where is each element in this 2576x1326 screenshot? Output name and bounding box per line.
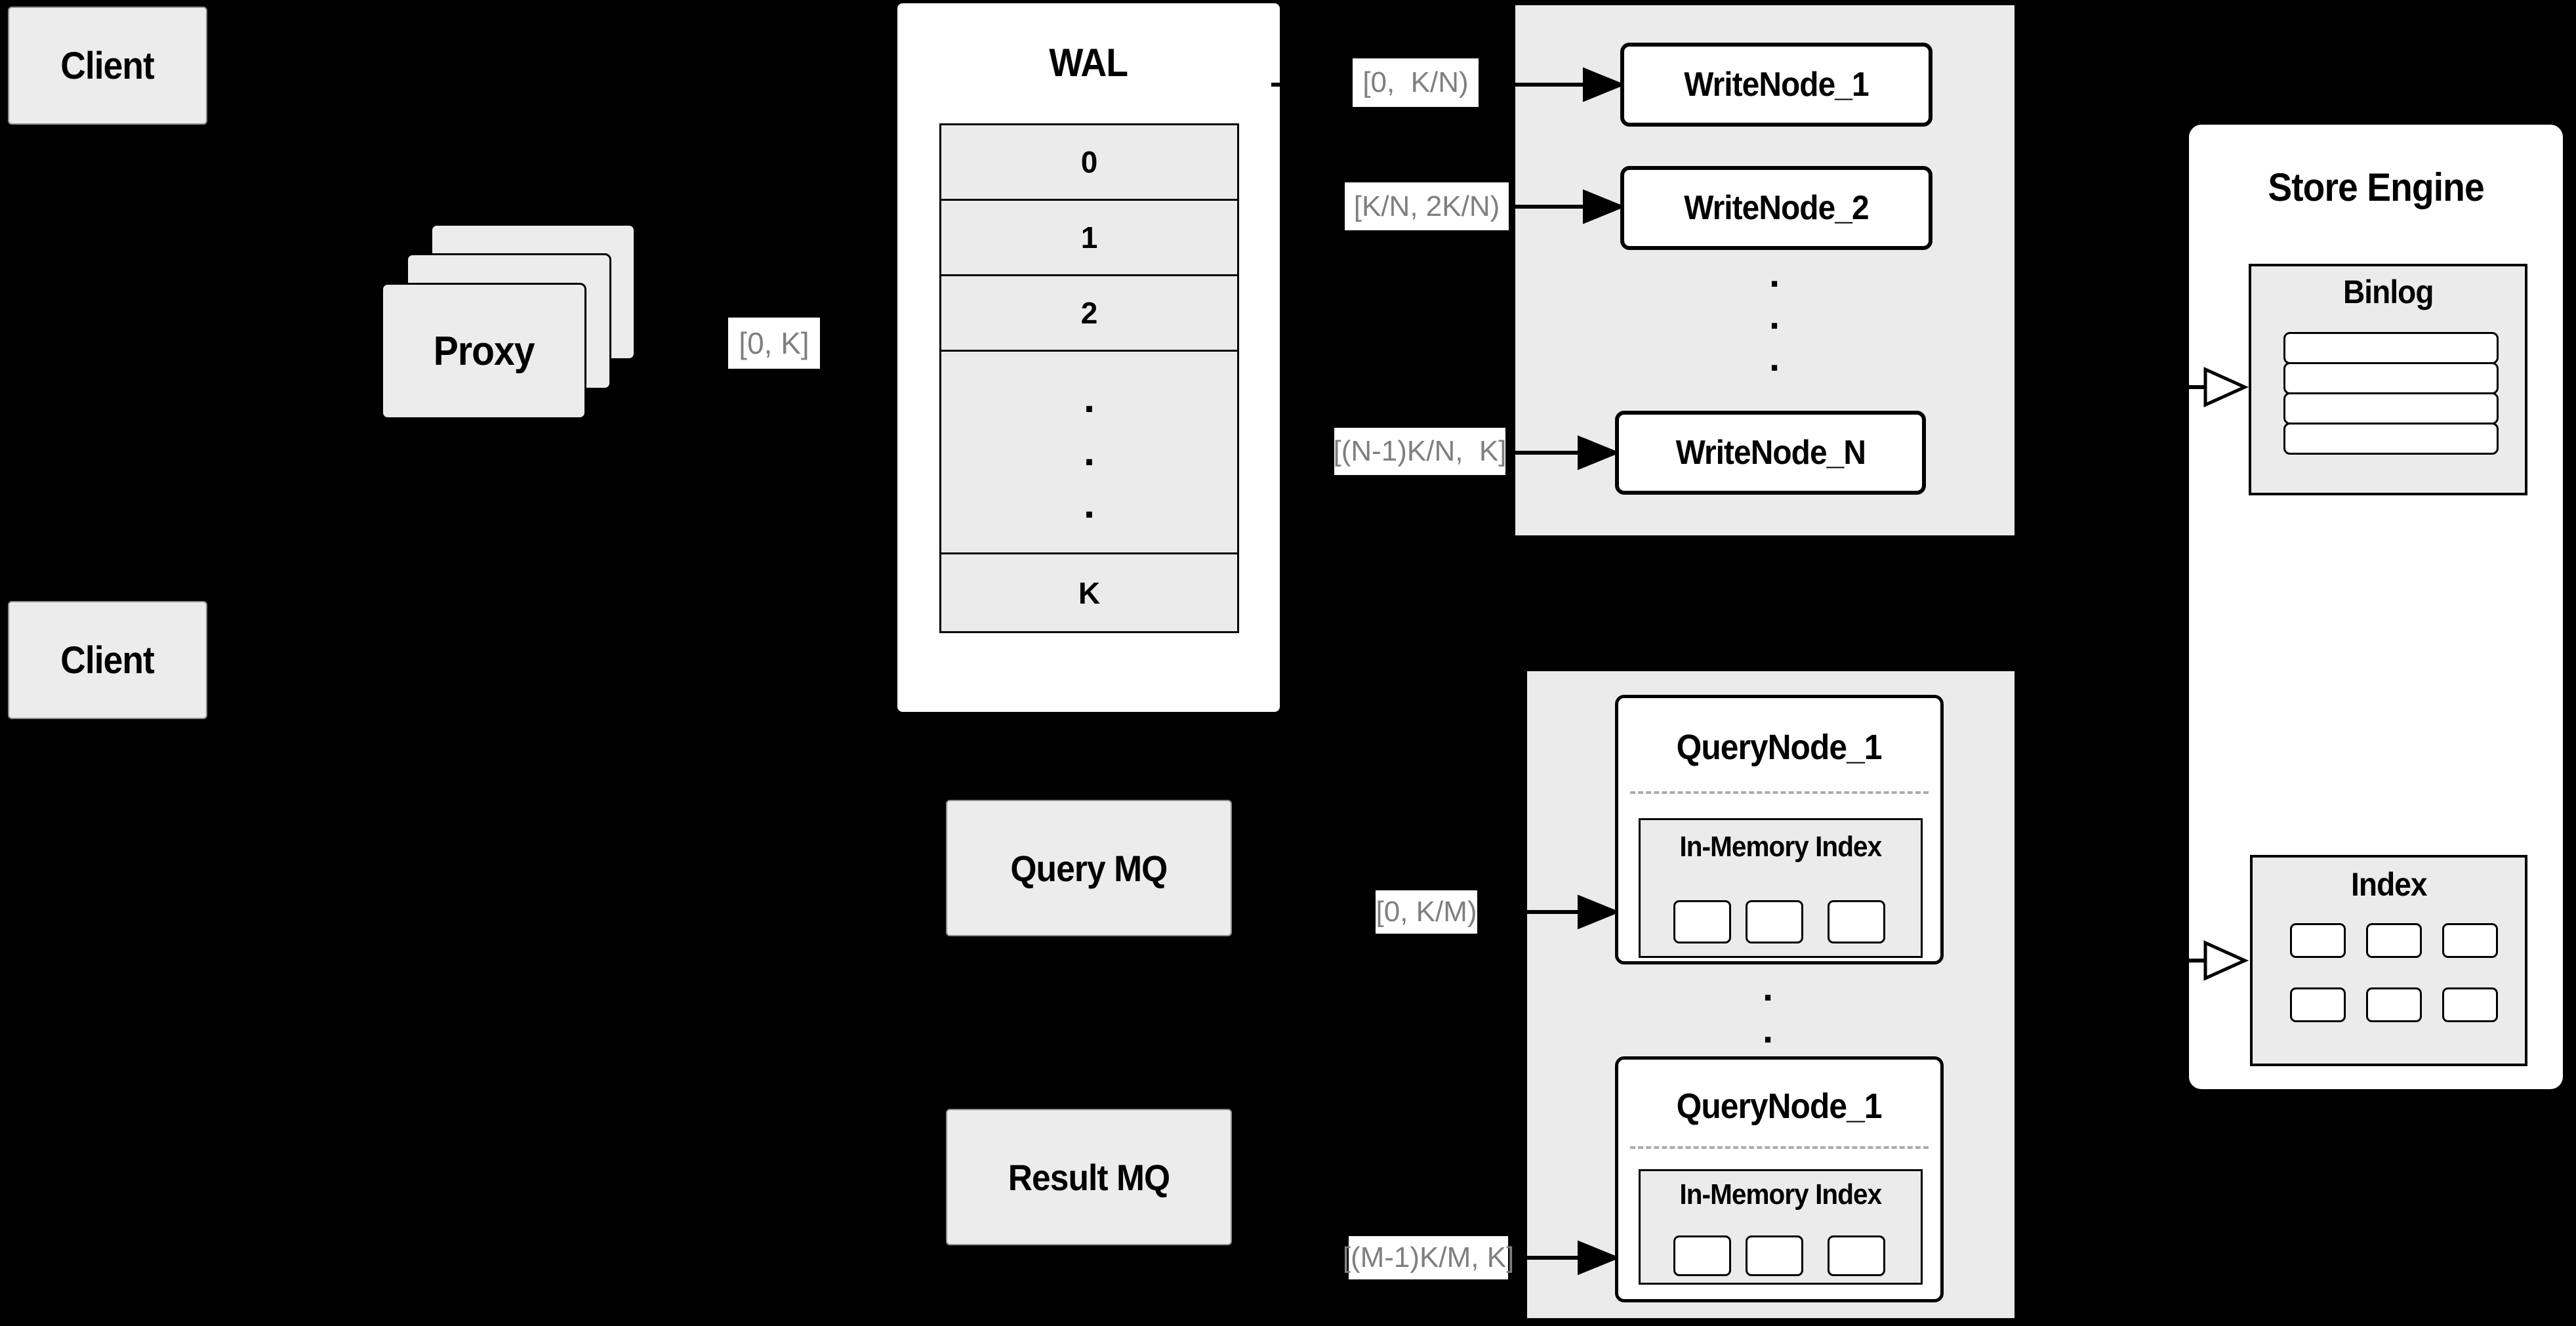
writenode-2-label: WriteNode_2 xyxy=(1684,189,1869,227)
arrowhead-querynode1-icon xyxy=(1578,894,1620,930)
wal-row-2: 2 xyxy=(939,274,1239,352)
edge-label-writenode-n-text: [(N-1)K/N, K] xyxy=(1333,435,1507,467)
client-bottom-label: Client xyxy=(60,638,155,682)
wal-row-k: K xyxy=(939,552,1239,633)
result-mq-label: Result MQ xyxy=(1008,1156,1170,1198)
edge-label-querynode-m-text: [(M-1)K/M, K] xyxy=(1342,1241,1515,1274)
wal-ellipsis-dots: . . . xyxy=(1083,376,1095,528)
index-cell xyxy=(2366,987,2422,1022)
edge-label-querynode-1: [0, K/M) xyxy=(1376,890,1477,934)
querynode-bottom-title-wrap: QueryNode_1 xyxy=(1618,1078,1940,1134)
edge-label-proxy-wal-text: [0, K] xyxy=(739,326,809,360)
index-cell xyxy=(2290,987,2346,1022)
binlog-title: Binlog xyxy=(2342,274,2434,310)
client-node-bottom: Client xyxy=(8,601,207,719)
querynode-bottom-title: QueryNode_1 xyxy=(1677,1087,1883,1126)
store-engine-title: Store Engine xyxy=(2268,165,2484,209)
arrowhead-writenode1-icon xyxy=(1583,67,1625,102)
querynode-bottom: QueryNode_1 In-Memory Index xyxy=(1615,1056,1944,1302)
binlog-box: Binlog xyxy=(2249,264,2527,495)
dot-icon: . xyxy=(1762,966,1774,1009)
dot-icon: . xyxy=(1083,482,1095,528)
wal-title-wrap: WAL xyxy=(897,39,1280,85)
writenode-1: WriteNode_1 xyxy=(1620,43,1932,127)
query-mq-node: Query MQ xyxy=(946,800,1232,936)
wal-title: WAL xyxy=(1049,40,1129,85)
store-engine-panel: Store Engine Binlog Index xyxy=(2186,121,2566,1092)
dot-icon: . xyxy=(1083,428,1095,474)
writenode-ellipsis-dots: . . . xyxy=(1745,253,1804,379)
inmemory-bottom-title: In-Memory Index xyxy=(1679,1178,1883,1211)
client-node-top: Client xyxy=(8,7,207,125)
writenode-2: WriteNode_2 xyxy=(1620,166,1932,250)
query-mq-label: Query MQ xyxy=(1010,847,1168,889)
segment-cell xyxy=(1746,1235,1803,1276)
edge-label-writenode-2-text: [K/N, 2K/N) xyxy=(1353,190,1500,222)
open-arrowhead-binlog-icon xyxy=(2203,367,2249,407)
dot-icon: . xyxy=(1762,1008,1774,1051)
proxy-node: Proxy xyxy=(381,283,586,419)
binlog-segment xyxy=(2283,362,2499,394)
index-cell xyxy=(2366,923,2422,958)
segment-cell xyxy=(1673,1235,1731,1276)
index-cell xyxy=(2290,923,2346,958)
edge-label-writenode-1-text: [0, K/N) xyxy=(1362,66,1469,98)
querynode-top-divider xyxy=(1630,791,1929,794)
writenode-n: WriteNode_N xyxy=(1615,411,1926,495)
arrowhead-writenode2-icon xyxy=(1583,189,1625,224)
segment-cell xyxy=(1673,900,1731,943)
proxy-label: Proxy xyxy=(433,328,535,374)
binlog-segment xyxy=(2283,332,2499,364)
arrowhead-writenoden-icon xyxy=(1578,435,1620,470)
inmemory-top-title-wrap: In-Memory Index xyxy=(1641,828,1921,866)
index-cell xyxy=(2442,987,2498,1022)
writenode-n-label: WriteNode_N xyxy=(1675,434,1866,472)
dot-icon: . xyxy=(1083,376,1095,422)
wal-row-1: 1 xyxy=(939,199,1239,276)
segment-cell xyxy=(1828,1235,1885,1276)
edge-label-writenode-n: [(N-1)K/N, K] xyxy=(1333,428,1507,475)
inmemory-bottom-title-wrap: In-Memory Index xyxy=(1641,1176,1921,1213)
binlog-segment xyxy=(2283,392,2499,425)
dot-icon: . xyxy=(1768,253,1780,295)
writenode-1-label: WriteNode_1 xyxy=(1684,66,1869,104)
client-top-label: Client xyxy=(60,44,155,87)
segment-cell xyxy=(1828,900,1885,943)
result-mq-node: Result MQ xyxy=(946,1109,1232,1245)
dot-icon: . xyxy=(1768,336,1780,379)
wal-row-ellipsis: . . . xyxy=(939,350,1239,554)
wal-panel: WAL 0 1 2 . . . K xyxy=(897,3,1280,712)
wal-row-0: 0 xyxy=(939,123,1239,201)
querynode-top-title-wrap: QueryNode_1 xyxy=(1618,718,1940,777)
edge-label-querynode-m: [(M-1)K/M, K] xyxy=(1343,1236,1514,1279)
arrowhead-querynodem-icon xyxy=(1578,1240,1620,1275)
edge-label-writenode-1: [0, K/N) xyxy=(1353,58,1479,107)
index-title: Index xyxy=(2350,866,2427,903)
edge-label-writenode-2: [K/N, 2K/N) xyxy=(1345,182,1509,230)
index-box: Index xyxy=(2250,855,2527,1066)
querynode-top-title: QueryNode_1 xyxy=(1677,728,1883,767)
binlog-title-wrap: Binlog xyxy=(2251,272,2525,312)
open-arrowhead-index-icon xyxy=(2203,940,2249,981)
inmemory-index-top: In-Memory Index xyxy=(1639,818,1923,958)
index-title-wrap: Index xyxy=(2253,864,2525,905)
binlog-segment xyxy=(2283,423,2499,455)
querynode-top: QueryNode_1 In-Memory Index xyxy=(1615,695,1944,964)
dot-icon: . xyxy=(1768,294,1780,337)
store-engine-title-wrap: Store Engine xyxy=(2189,157,2563,217)
querynode-bottom-divider xyxy=(1630,1146,1929,1149)
inmemory-index-bottom: In-Memory Index xyxy=(1639,1169,1923,1285)
wal-row-2-label: 2 xyxy=(1080,296,1098,330)
wal-row-0-label: 0 xyxy=(1080,145,1098,179)
inmemory-top-title: In-Memory Index xyxy=(1679,831,1883,863)
wal-row-k-label: K xyxy=(1078,575,1101,610)
edge-label-proxy-wal: [0, K] xyxy=(728,318,820,369)
edge-label-querynode-1-text: [0, K/M) xyxy=(1376,896,1477,928)
index-cell xyxy=(2442,923,2498,958)
segment-cell xyxy=(1746,900,1803,943)
wal-row-1-label: 1 xyxy=(1080,220,1098,255)
